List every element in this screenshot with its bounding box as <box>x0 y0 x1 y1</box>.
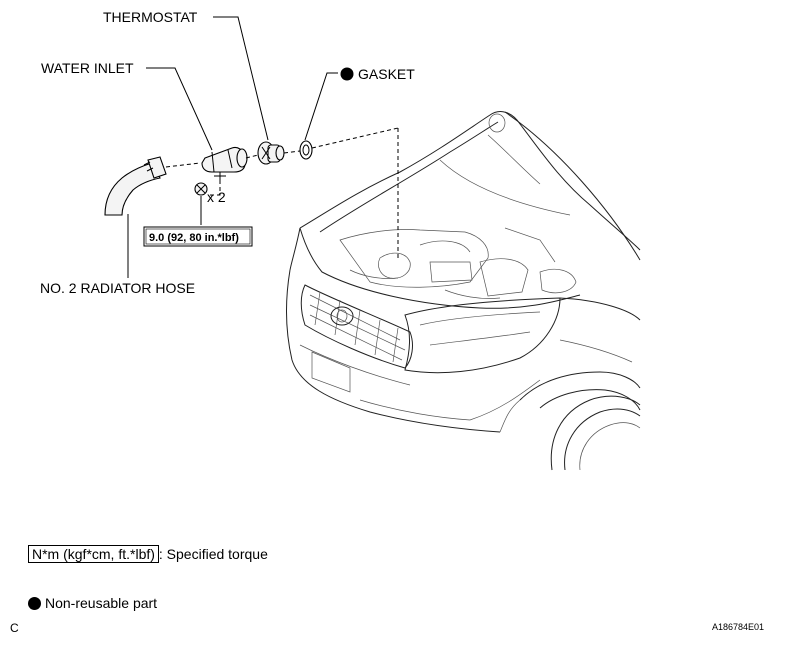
legend-non-reusable: Non-reusable part <box>28 595 157 611</box>
label-torque-value: 9.0 (92, 80 in.*lbf) <box>149 232 239 244</box>
label-water-inlet: WATER INLET <box>41 60 134 76</box>
torque-box <box>143 226 253 247</box>
legend-torque: N*m (kgf*cm, ft.*lbf) : Specified torque <box>28 545 268 563</box>
water-inlet-part <box>201 146 248 180</box>
radiator-hose-part <box>104 156 167 216</box>
label-radiator-hose: NO. 2 RADIATOR HOSE <box>40 280 195 296</box>
footer-letter: C <box>10 621 19 635</box>
legend-torque-desc: : Specified torque <box>158 546 268 562</box>
label-gasket: GASKET <box>358 66 415 82</box>
car-illustration <box>286 111 641 471</box>
legend-torque-unit: N*m (kgf*cm, ft.*lbf) <box>28 545 159 563</box>
figure-id: A186784E01 <box>712 622 765 632</box>
gasket-part <box>299 140 313 160</box>
bolt-part <box>194 182 208 196</box>
label-thermostat: THERMOSTAT <box>103 9 198 25</box>
label-quantity: x 2 <box>207 189 226 205</box>
leader-lines <box>127 16 399 278</box>
legend-non-reusable-text: Non-reusable part <box>45 595 158 611</box>
non-reusable-dot-icon <box>28 596 41 610</box>
non-reusable-dot-gasket <box>340 67 354 81</box>
thermostat-part <box>257 141 285 165</box>
